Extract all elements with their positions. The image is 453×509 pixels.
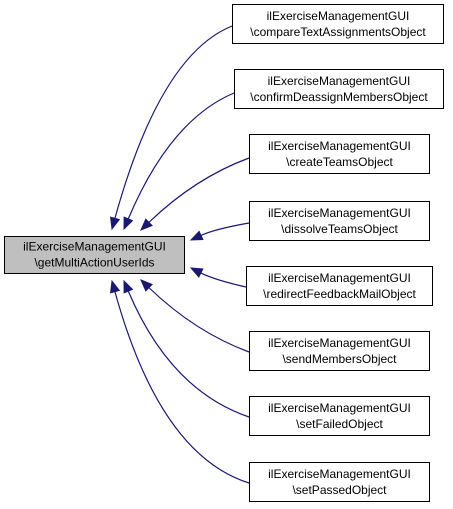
caller-node-confirm-deassign-members[interactable]: ilExerciseManagementGUI \confirmDeassign… <box>234 69 444 109</box>
focus-node-class-label: ilExerciseManagementGUI <box>23 240 166 254</box>
caller-node-method-label: \createTeamsObject <box>286 155 393 169</box>
arrowhead <box>123 216 134 231</box>
caller-node-method-label: \sendMembersObject <box>282 352 397 366</box>
caller-node-compare-text-assignments[interactable]: ilExerciseManagementGUI \compareTextAssi… <box>232 4 444 44</box>
call-edge <box>200 222 250 236</box>
call-edge <box>114 291 250 484</box>
caller-node-class-label: ilExerciseManagementGUI <box>268 271 411 285</box>
arrowhead <box>189 267 204 278</box>
call-edge <box>114 25 233 219</box>
caller-node-class-label: ilExerciseManagementGUI <box>268 401 411 415</box>
caller-node-redirect-feedback-mail[interactable]: ilExerciseManagementGUI \redirectFeedbac… <box>246 266 433 306</box>
caller-node-method-label: \dissolveTeamsObject <box>281 222 398 236</box>
call-edge <box>127 92 235 220</box>
call-edge <box>127 290 250 418</box>
caller-node-method-label: \setFailedObject <box>296 417 383 431</box>
caller-node-set-passed[interactable]: ilExerciseManagementGUI \setPassedObject <box>249 462 430 502</box>
caller-node-class-label: ilExerciseManagementGUI <box>268 139 411 153</box>
caller-node-class-label: ilExerciseManagementGUI <box>268 206 411 220</box>
arrowhead <box>189 230 204 241</box>
caller-node-create-teams[interactable]: ilExerciseManagementGUI \createTeamsObje… <box>249 134 430 174</box>
caller-node-class-label: ilExerciseManagementGUI <box>268 336 411 350</box>
call-edge <box>148 157 250 223</box>
caller-node-method-label: \compareTextAssignmentsObject <box>250 25 426 39</box>
caller-node-class-label: ilExerciseManagementGUI <box>267 9 410 23</box>
caller-node-class-label: ilExerciseManagementGUI <box>268 467 411 481</box>
call-edge <box>148 287 250 353</box>
arrowhead <box>110 216 121 231</box>
arrowhead <box>110 279 121 294</box>
caller-node-method-label: \confirmDeassignMembersObject <box>250 90 428 104</box>
caller-node-send-members[interactable]: ilExerciseManagementGUI \sendMembersObje… <box>249 331 430 371</box>
caller-node-method-label: \setPassedObject <box>292 483 387 497</box>
call-edges <box>110 25 250 484</box>
arrowhead <box>123 279 134 294</box>
focus-node: ilExerciseManagementGUI \getMultiActionU… <box>4 236 185 274</box>
call-edge <box>200 272 247 288</box>
focus-node-method-label: \getMultiActionUserIds <box>34 256 154 270</box>
caller-node-method-label: \redirectFeedbackMailObject <box>263 287 416 301</box>
caller-node-class-label: ilExerciseManagementGUI <box>268 74 411 88</box>
arrowhead <box>140 279 153 292</box>
caller-node-set-failed[interactable]: ilExerciseManagementGUI \setFailedObject <box>249 396 430 436</box>
arrowhead <box>140 218 153 231</box>
caller-node-dissolve-teams[interactable]: ilExerciseManagementGUI \dissolveTeamsOb… <box>249 201 430 241</box>
